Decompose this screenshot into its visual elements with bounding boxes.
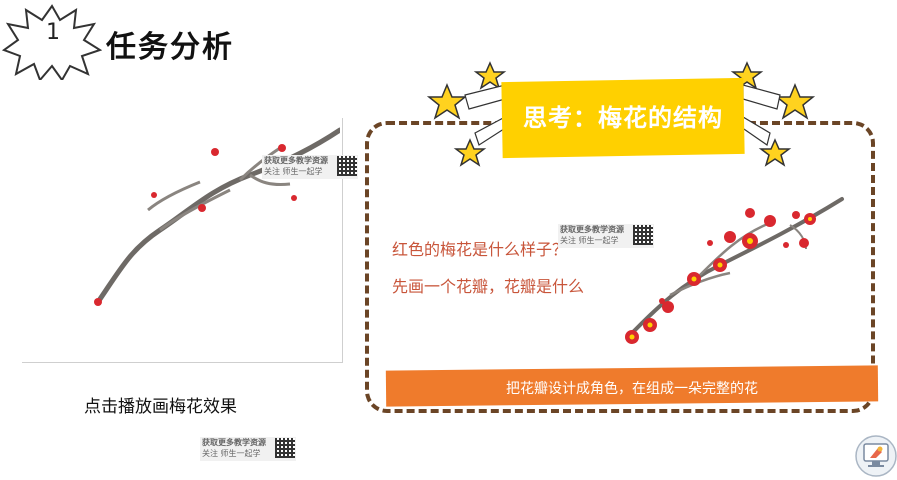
qr-code-icon: [275, 438, 295, 458]
card-heading: 思考：梅花的结构: [523, 104, 723, 132]
watermark-badge: 获取更多教学资源 关注 师生一起学: [262, 155, 358, 179]
section-number: 1: [46, 20, 60, 45]
watermark-line2: 关注 师生一起学: [264, 167, 323, 176]
question-color: 红色的梅花是什么样子？: [392, 240, 569, 259]
qr-code-icon: [337, 156, 357, 176]
presentation-monitor-icon[interactable]: [854, 432, 897, 478]
qr-code-icon: [633, 225, 653, 245]
plum-branch-image: [94, 127, 340, 306]
summary-text: 把花瓣设计成角色，在组成一朵完整的花: [506, 381, 758, 397]
plum-blossom-branch-image: [625, 197, 844, 344]
watermark-badge: 获取更多教学资源 关注 师生一起学: [558, 224, 654, 248]
page-title: 任务分析: [106, 30, 234, 65]
animation-caption: 点击播放画梅花效果: [84, 397, 237, 417]
watermark-badge: 获取更多教学资源 关注 师生一起学: [200, 437, 296, 461]
starburst-badge-icon: [2, 4, 102, 80]
watermark-line2: 关注 师生一起学: [202, 449, 261, 458]
watermark-line2: 关注 师生一起学: [560, 236, 619, 245]
plum-animation-panel[interactable]: [22, 118, 343, 363]
question-petal: 先画一个花瓣，花瓣是什么: [392, 277, 585, 296]
watermark-line1: 获取更多教学资源: [202, 438, 266, 447]
watermark-line1: 获取更多教学资源: [560, 225, 624, 234]
watermark-line1: 获取更多教学资源: [264, 156, 328, 165]
